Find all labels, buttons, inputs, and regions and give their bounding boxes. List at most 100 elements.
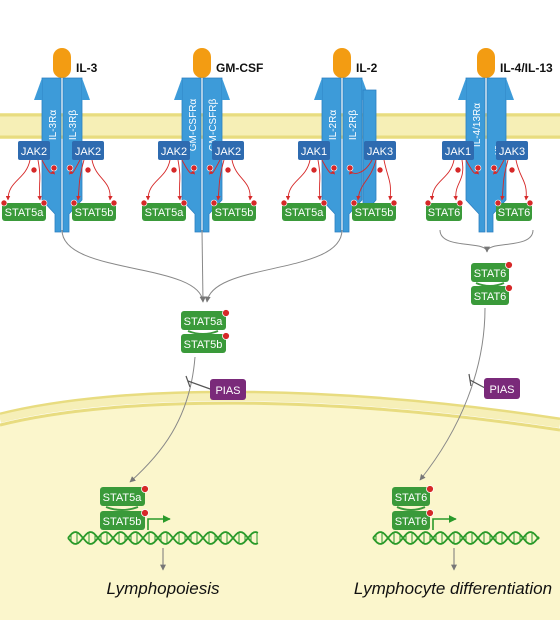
nuclear-label-stat6-top: STAT6 (395, 492, 428, 504)
phospho-dot (350, 199, 358, 207)
stat-label: STAT5a (5, 207, 45, 219)
phosphorylation-arrow (69, 159, 81, 175)
stat-label: STAT5b (355, 207, 394, 219)
pias-box-right: PIAS (484, 378, 520, 399)
jak-box-right (212, 141, 244, 160)
jak-label: JAK2 (75, 146, 101, 158)
phospho-dot (70, 199, 78, 207)
ligand-label: IL-4/IL-13 (500, 61, 553, 75)
pias-box-left: PIAS (210, 379, 246, 400)
phosphorylation-arrow (177, 159, 182, 201)
dimer-label-stat6-bottom: STAT6 (474, 291, 507, 303)
phosphorylation-arrow (515, 159, 529, 201)
dna-right (372, 531, 540, 545)
receptor-flare (222, 78, 230, 100)
jak-label: JAK1 (301, 146, 327, 158)
nuclear-label-stat6-bottom: STAT6 (395, 516, 428, 528)
receptor-chain-label: IL-3Rα (48, 110, 59, 140)
phospho-dot (376, 166, 384, 174)
phosphorylation-arrow (209, 159, 221, 175)
phospho-dot (0, 199, 8, 207)
phospho-dot (494, 199, 502, 207)
jak-box-left (18, 141, 50, 160)
phospho-dot (320, 199, 328, 207)
stat-box-right (352, 203, 396, 221)
phospho-dot (50, 164, 58, 172)
phospho-dot (490, 164, 498, 172)
nuclear-stat6-dimer: STAT6 STAT6 (392, 485, 457, 530)
ligand-4 (477, 48, 495, 78)
outcome-lymphopoiesis: Lymphopoiesis (106, 579, 220, 598)
pias-label: PIAS (215, 385, 240, 397)
phospho-dot (456, 199, 464, 207)
receptor-flare (506, 78, 514, 100)
phospho-dot (508, 166, 516, 174)
phospho-dot (346, 164, 354, 172)
phospho-dot (66, 164, 74, 172)
stat-box-left (426, 203, 462, 221)
phospho-dot (424, 199, 432, 207)
phosphorylation-arrow (356, 159, 377, 201)
stat5-dimer: STAT5a STAT5b (181, 309, 230, 353)
dimer-label-stat5a: STAT5a (184, 316, 224, 328)
nuclear-label-stat5b: STAT5b (103, 516, 142, 528)
phosphorylation-arrow (37, 159, 42, 201)
phospho-dot (390, 199, 398, 207)
receptor-flare (314, 78, 322, 100)
phospho-dot (224, 166, 232, 174)
stat-box-left (2, 203, 46, 221)
phospho-dot (210, 199, 218, 207)
phospho-dot (110, 199, 118, 207)
phospho-dot (40, 199, 48, 207)
stat-box-left (282, 203, 326, 221)
phospho-dot (170, 166, 178, 174)
phospho-dot (141, 509, 149, 517)
phosphorylation-arrow (317, 159, 322, 201)
phosphorylation-arrow (76, 159, 85, 201)
phosphorylation-arrow (91, 159, 113, 201)
phospho-dot (250, 199, 258, 207)
phosphorylation-arrow (429, 159, 455, 201)
phospho-dot (222, 309, 230, 317)
stat-label: STAT6 (428, 207, 461, 219)
ligand-2 (193, 48, 211, 78)
phosphorylation-arrow (181, 159, 195, 175)
phospho-dot (454, 166, 462, 174)
pias-label: PIAS (489, 384, 514, 396)
phospho-dot (140, 199, 148, 207)
phospho-dot (30, 166, 38, 174)
phospho-dot (330, 164, 338, 172)
ligand-3 (333, 48, 351, 78)
phospho-dot (426, 509, 434, 517)
ligand-label: IL-2 (356, 61, 378, 75)
phospho-dot (180, 199, 188, 207)
phosphorylation-arrow (349, 159, 373, 175)
outcome-lymphocyte-differentiation: Lymphocyte differentiation (354, 579, 552, 598)
phosphorylation-arrow (285, 159, 311, 201)
phospho-dot (526, 199, 534, 207)
phosphorylation-arrow (231, 159, 253, 201)
jak-box-right (496, 141, 528, 160)
jak-box-left (158, 141, 190, 160)
receptor-chain-left (321, 77, 342, 233)
phosphorylation-arrow (145, 159, 171, 201)
jak-box-right (364, 141, 396, 160)
stat-label: STAT6 (498, 207, 531, 219)
phosphorylation-arrow (216, 159, 225, 201)
phosphorylation-arrow (321, 159, 335, 175)
jak-label: JAK2 (215, 146, 241, 158)
phosphorylation-arrow (500, 159, 509, 201)
phospho-dot (222, 332, 230, 340)
stat-box-right (72, 203, 116, 221)
ligand-label: GM-CSF (216, 61, 263, 75)
stat-label: STAT5a (145, 207, 185, 219)
receptor-chain-label: IL-2Rα (328, 110, 339, 140)
stat-label: STAT5b (215, 207, 254, 219)
jak-label: JAK1 (445, 146, 471, 158)
jak-box-right (72, 141, 104, 160)
phospho-dot (426, 485, 434, 493)
